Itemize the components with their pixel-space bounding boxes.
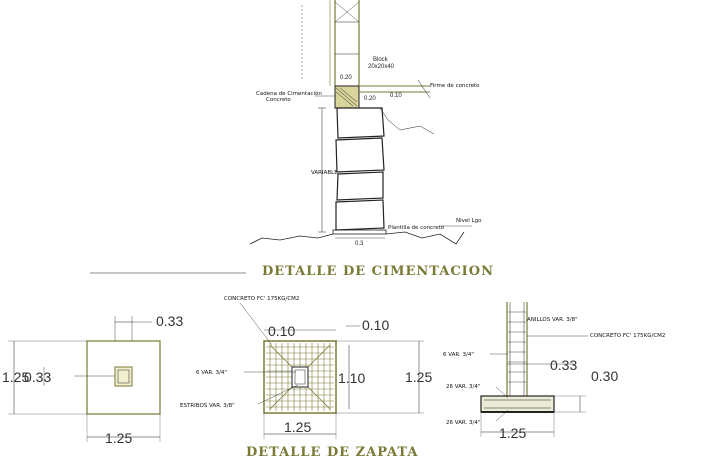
- column-elevation: [506, 302, 528, 396]
- dim-03: 0.3: [355, 241, 364, 247]
- zapata-title: DETALLE DE ZAPATA: [246, 445, 419, 460]
- column-section: [114, 366, 133, 387]
- plantilla-de-concreto: [332, 229, 387, 235]
- block-size-label: 20x20x40: [368, 64, 395, 70]
- variable-label: VARIABLE: [311, 170, 338, 176]
- mid-dim-125-right: 1.25: [405, 369, 432, 385]
- firme-label: Firme de concreto: [430, 83, 480, 89]
- estribos-label: ESTRIBOS VAR. 3/8": [180, 403, 235, 409]
- cimentacion-title: DETALLE DE CIMENTACION: [262, 264, 494, 279]
- left-dim-inner: 0.33: [24, 369, 51, 385]
- right-dim-030: 0.30: [591, 368, 618, 384]
- zapata-section-right: ANILLOS VAR. 3/8" CONCRETO FC' 175KG/CM2…: [443, 302, 665, 441]
- ground-line: [249, 231, 465, 245]
- right-dim-033: 0.33: [550, 357, 577, 373]
- concreto-label: CONCRETO FC' 175KG/CM2: [224, 296, 299, 302]
- rebar-grid: [266, 343, 334, 411]
- firme-de-concreto: [359, 79, 431, 99]
- left-dim-height: 1.25: [2, 369, 29, 385]
- block-label: Block: [373, 57, 389, 63]
- cadena-label-2: Concreto: [266, 97, 291, 103]
- zapata-plan-middle: CONCRETO FC' 175KG/CM2 6 VAR. 3/4" ESTRI…: [180, 296, 432, 460]
- plantilla-label: Plantilla de concreto: [388, 225, 445, 231]
- cimentacion-section: Block 20x20x40 0.20 Cadena de Cimentació…: [90, 0, 494, 279]
- right-dim-125: 1.25: [499, 425, 526, 441]
- var-label-2: 6 VAR. 3/4": [443, 352, 474, 358]
- zapata-plan-left: 0.33 1.25 0.33 1.25: [2, 313, 183, 446]
- anillos-label: ANILLOS VAR. 3/8": [527, 317, 578, 323]
- footing-section: [480, 395, 555, 413]
- left-dim-top: 0.33: [156, 313, 183, 329]
- mid-dim-110: 1.10: [338, 370, 365, 386]
- left-dim-bottom: 1.25: [105, 430, 132, 446]
- block-wall: [329, 0, 360, 86]
- dim-020-top: 0.20: [340, 75, 352, 81]
- dim-020-mid: 0.20: [364, 96, 376, 102]
- var-label-3: 26 VAR. 3/4": [446, 384, 480, 390]
- concreto-label-2: CONCRETO FC' 175KG/CM2: [590, 333, 665, 339]
- dim-010: 0.10: [390, 93, 402, 99]
- column-dowels: [269, 344, 331, 410]
- cadena-label-1: Cadena de Cimentación: [256, 90, 322, 97]
- mid-dim-010-b: 0.10: [362, 317, 389, 333]
- var-label-1: 6 VAR. 3/4": [196, 370, 227, 376]
- nivel-label: Nivel Lgo: [456, 218, 482, 224]
- mid-dim-125-bottom: 1.25: [284, 419, 311, 435]
- mid-dim-010-a: 0.10: [268, 323, 295, 339]
- var-label-4: 26 VAR. 3/4": [446, 420, 480, 426]
- mamposteria-foundation: [335, 107, 385, 231]
